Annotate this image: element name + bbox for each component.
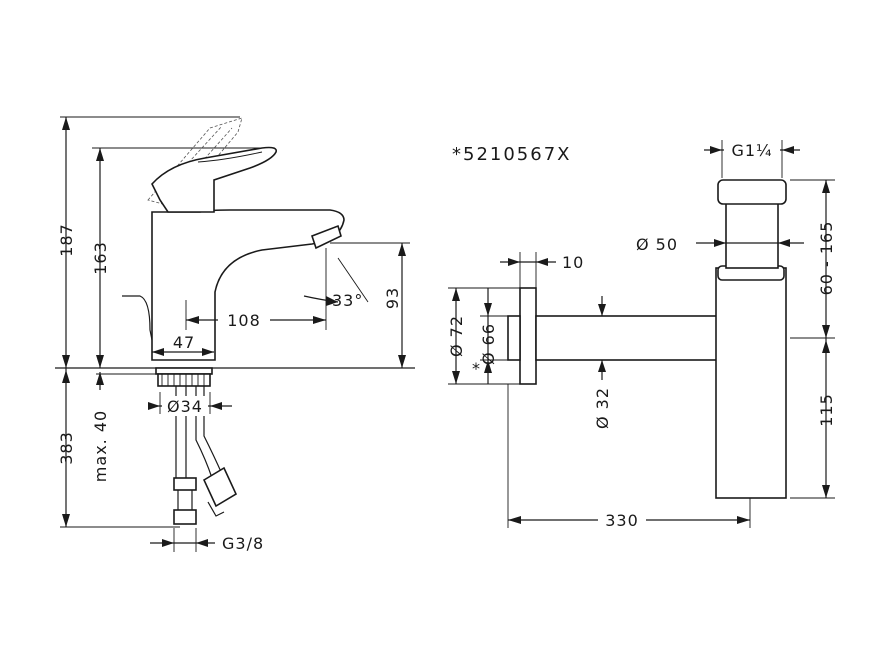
dim-length: 330 <box>605 511 639 530</box>
arrow <box>96 372 104 385</box>
arrow <box>96 148 104 161</box>
lever-highlight <box>197 151 263 163</box>
arrow <box>714 239 726 247</box>
dim-body-height: 115 <box>817 393 836 427</box>
arrow <box>536 258 548 266</box>
trap-drawing: *5210567X G1¼ Ø 50 <box>447 138 836 530</box>
horizontal-tube <box>535 315 719 361</box>
arrow <box>152 348 164 356</box>
wall-flange <box>519 287 537 385</box>
dim-max-thickness: max. 40 <box>91 410 110 482</box>
hose-connector-2 <box>173 509 197 525</box>
dim-height-lever: 163 <box>91 241 110 275</box>
faucet-drawing: 187 163 383 max. 40 108 47 93 <box>55 116 415 553</box>
nut-thread <box>161 374 205 386</box>
arrow <box>782 146 794 154</box>
arrow <box>822 325 830 338</box>
arrow <box>484 360 492 373</box>
top-nut <box>717 179 787 205</box>
angle-ref-line <box>337 257 369 303</box>
dim-hole-diameter: Ø34 <box>167 397 203 416</box>
arrow <box>822 485 830 498</box>
lever <box>151 146 278 213</box>
dim-connection: G3/8 <box>222 534 264 553</box>
hose-connector-1 <box>173 477 197 491</box>
arrow <box>484 303 492 316</box>
dim-flange-depth: 10 <box>562 253 584 272</box>
label-bg <box>598 510 646 530</box>
arrow <box>398 355 406 368</box>
dim-angle: 33° <box>332 291 363 310</box>
upper-pipe <box>725 195 779 269</box>
arrow <box>202 348 214 356</box>
arrow <box>778 239 790 247</box>
dim-height-total: 187 <box>57 223 76 257</box>
dim-spout-offset: 47 <box>173 333 195 352</box>
arrow <box>452 288 460 301</box>
arrow <box>162 539 174 547</box>
arrow <box>210 402 222 410</box>
dim-flange-inner: Ø 66 <box>479 323 498 365</box>
bottle-body <box>715 267 787 499</box>
label-bg <box>724 138 780 160</box>
arrow <box>452 371 460 384</box>
arrow <box>822 180 830 193</box>
flange-boss <box>507 315 521 361</box>
dim-thread: G1¼ <box>731 141 772 160</box>
arrow <box>710 146 722 154</box>
arrow <box>822 340 830 353</box>
dim-spout-reach: 108 <box>227 311 261 330</box>
arrow <box>326 296 338 306</box>
dim-flange-outer: Ø 72 <box>447 315 466 357</box>
arrow <box>62 355 70 368</box>
arrow <box>186 316 199 324</box>
arrow <box>62 514 70 527</box>
dim-tube-diameter: Ø 32 <box>593 387 612 429</box>
arrow <box>598 304 606 316</box>
label-bg <box>162 396 208 416</box>
dim-spout-height: 93 <box>383 287 402 309</box>
fixing-nut <box>157 373 211 387</box>
faucet-body <box>151 209 345 361</box>
arrow <box>398 243 406 256</box>
dim-pipe-outer: Ø 50 <box>636 235 678 254</box>
asterisk-marker: * <box>472 359 481 378</box>
popup-rod <box>122 295 153 341</box>
supply-hoses <box>175 386 223 480</box>
dim-below-counter: 383 <box>57 431 76 465</box>
arrow <box>508 516 521 524</box>
label-bg <box>218 310 270 330</box>
hose-1-end <box>177 490 193 510</box>
arrow <box>508 258 520 266</box>
arrow <box>96 355 104 368</box>
arrow <box>148 402 160 410</box>
arrow <box>196 539 208 547</box>
arrow <box>737 516 750 524</box>
hose-3-end <box>207 501 225 517</box>
arrow <box>313 316 326 324</box>
part-number: *5210567X <box>452 144 572 165</box>
hose-connector-3 <box>202 466 238 508</box>
arrow <box>598 360 606 372</box>
lever-open-outline <box>147 117 243 207</box>
arrow <box>62 370 70 383</box>
dim-height-range: 60 - 165 <box>817 221 836 296</box>
aerator <box>310 224 342 250</box>
base-plate <box>155 367 213 375</box>
arrow <box>62 117 70 130</box>
